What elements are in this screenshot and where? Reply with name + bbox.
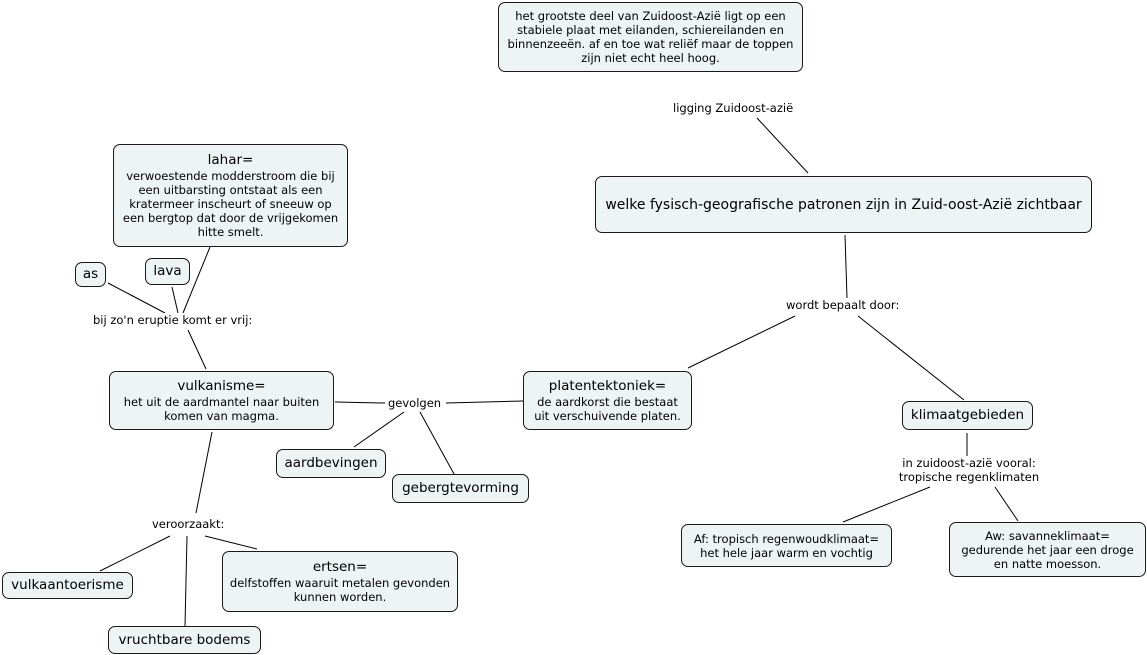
connector-line bbox=[184, 535, 188, 627]
node-vruchtbare-bodems-text: vruchtbare bodems bbox=[118, 631, 251, 648]
node-ligging[interactable]: het grootste deel van Zuidoost-Azië ligt… bbox=[498, 2, 803, 72]
node-klimaatgebieden-text: klimaatgebieden bbox=[910, 407, 1025, 423]
node-aardbevingen[interactable]: aardbevingen bbox=[276, 449, 386, 478]
node-vulkaantoerisme[interactable]: vulkaantoerisme bbox=[2, 572, 133, 599]
node-vulkanisme[interactable]: vulkanisme= het uit de aardmantel naar b… bbox=[109, 371, 334, 430]
node-lahar[interactable]: lahar= verwoestende modderstroom die bij… bbox=[113, 144, 348, 247]
connector-line bbox=[195, 431, 213, 514]
node-platentektoniek[interactable]: platentektoniek= de aardkorst die bestaa… bbox=[523, 371, 692, 430]
connector-line bbox=[204, 535, 258, 550]
link-label-wordt-bepaald: wordt bepaalt door: bbox=[784, 298, 902, 312]
connector-line bbox=[99, 535, 171, 572]
node-vulkaantoerisme-text: vulkaantoerisme bbox=[11, 577, 124, 593]
connector-line bbox=[107, 282, 166, 314]
node-as[interactable]: as bbox=[75, 262, 106, 287]
node-lahar-title: lahar= bbox=[207, 152, 254, 168]
link-label-eruptie: bij zo'n eruptie komt er vrij: bbox=[91, 313, 255, 327]
node-af-climate-text: Af: tropisch regenwoudklimaat= het hele … bbox=[693, 531, 880, 560]
node-lava-text: lava bbox=[153, 263, 182, 279]
node-vruchtbare-bodems[interactable]: vruchtbare bodems bbox=[108, 626, 261, 654]
connector-line bbox=[687, 315, 796, 369]
node-platentektoniek-title: platentektoniek= bbox=[548, 378, 667, 394]
node-ertsen-text: delfstoffen waaruit metalen gevonden kun… bbox=[229, 576, 451, 604]
connector-line bbox=[334, 401, 386, 404]
connector-line bbox=[419, 411, 455, 475]
node-gebergtevorming[interactable]: gebergtevorming bbox=[392, 474, 529, 503]
node-platentektoniek-text: de aardkorst die bestaat uit verschuiven… bbox=[534, 395, 681, 423]
node-aw-climate[interactable]: Aw: savanneklimaat= gedurende het jaar e… bbox=[949, 522, 1146, 577]
node-gebergtevorming-text: gebergtevorming bbox=[402, 480, 519, 496]
node-ertsen-title: ertsen= bbox=[312, 559, 368, 575]
node-ligging-text: het grootste deel van Zuidoost-Azië ligt… bbox=[507, 9, 794, 65]
link-label-gevolgen: gevolgen bbox=[386, 396, 444, 410]
connector-line bbox=[445, 400, 524, 404]
node-af-climate[interactable]: Af: tropisch regenwoudklimaat= het hele … bbox=[681, 524, 892, 567]
connector-line bbox=[756, 117, 809, 174]
node-main-question[interactable]: welke fysisch-geografische patronen zijn… bbox=[595, 176, 1092, 233]
link-label-ligging: ligging Zuidoost-azië bbox=[671, 101, 796, 115]
node-vulkanisme-text: het uit de aardmantel naar buiten komen … bbox=[123, 395, 320, 423]
node-klimaatgebieden[interactable]: klimaatgebieden bbox=[902, 401, 1033, 430]
link-label-veroorzaakt: veroorzaakt: bbox=[150, 517, 227, 531]
node-lava[interactable]: lava bbox=[145, 258, 190, 285]
connector-line bbox=[353, 411, 405, 448]
node-aardbevingen-text: aardbevingen bbox=[284, 455, 378, 471]
node-main-question-text: welke fysisch-geografische patronen zijn… bbox=[605, 196, 1082, 213]
link-label-zuidoost-azie: in zuidoost-azië vooral: tropische regen… bbox=[893, 456, 1045, 484]
node-aw-climate-text: Aw: savanneklimaat= gedurende het jaar e… bbox=[961, 528, 1134, 571]
node-lahar-text: verwoestende modderstroom die bij een ui… bbox=[122, 169, 339, 239]
connector-line bbox=[171, 286, 179, 314]
node-ertsen[interactable]: ertsen= delfstoffen waaruit metalen gevo… bbox=[222, 551, 458, 612]
node-vulkanisme-title: vulkanisme= bbox=[177, 378, 266, 394]
connector-line bbox=[182, 246, 211, 314]
connector-line bbox=[994, 486, 1019, 522]
node-as-text: as bbox=[82, 266, 99, 282]
connector-line bbox=[844, 234, 848, 299]
connector-line bbox=[842, 486, 931, 523]
connector-line bbox=[187, 329, 207, 370]
connector-line bbox=[857, 315, 965, 401]
